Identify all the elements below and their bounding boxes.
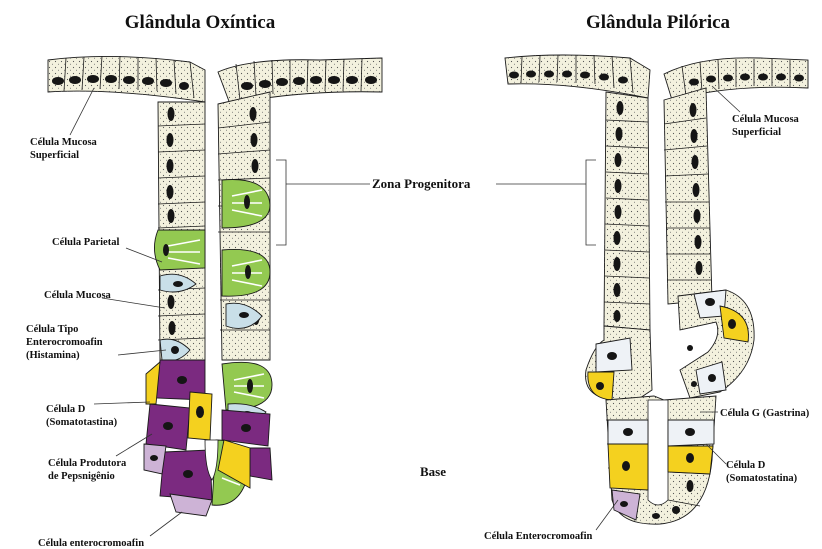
pyloric-gland-title: Glândula Pilórica xyxy=(586,12,731,33)
leader-ecl xyxy=(118,350,166,355)
label-chief-cell-2: de Pepsnigênio xyxy=(48,471,115,482)
pyloric-right-wall xyxy=(664,88,712,304)
label-ecl-cell: Célula Tipo xyxy=(26,324,78,335)
pyloric-central-gland xyxy=(606,396,716,524)
pyloric-surface-epithelium xyxy=(505,55,808,100)
label-ecl-cell-3: (Histamina) xyxy=(26,350,80,361)
label-g-cell: Célula G (Gastrina) xyxy=(720,408,810,419)
label-pyloric-d-cell: Célula D xyxy=(726,460,766,471)
label-d-cell-2: (Somatotastina) xyxy=(46,417,118,428)
pyloric-right-branch xyxy=(678,290,754,398)
label-mucous-cell: Célula Mucosa xyxy=(44,290,112,301)
label-chief-cell: Célula Produtora xyxy=(48,458,127,469)
label-progenitor-zone: Zona Progenitora xyxy=(372,176,471,191)
leader-pyloric-enterochromaffin xyxy=(596,500,618,530)
label-surface-mucous-cell: Célula Mucosa xyxy=(30,137,98,148)
label-surface-mucous-cell-2: Superficial xyxy=(30,150,79,161)
label-parietal-cell: Célula Parietal xyxy=(52,237,119,248)
pyloric-gland xyxy=(505,55,808,524)
label-pyloric-surface-mucous-cell: Célula Mucosa xyxy=(732,114,800,125)
oxyntic-gland-title: Glândula Oxíntica xyxy=(125,12,276,33)
pyloric-left-branch xyxy=(586,326,652,400)
oxyntic-surface-epithelium xyxy=(48,56,382,104)
progenitor-bracket-right xyxy=(586,160,596,245)
progenitor-zone-indicator: Zona Progenitora xyxy=(276,160,596,245)
oxyntic-gland xyxy=(48,56,382,516)
progenitor-bracket-left xyxy=(276,160,286,245)
label-d-cell: Célula D xyxy=(46,404,86,415)
label-base: Base xyxy=(420,464,446,479)
label-pyloric-d-cell-2: (Somatostatina) xyxy=(726,473,798,484)
leader-surface-mucous xyxy=(70,88,94,135)
leader-enterochromaffin xyxy=(150,512,182,536)
label-ecl-cell-2: Enterocromoafin xyxy=(26,337,103,348)
label-pyloric-surface-mucous-cell-2: Superficial xyxy=(732,127,781,138)
leader-mucous xyxy=(102,298,165,308)
label-pyloric-enterochromaffin-cell: Célula Enterocromoafin xyxy=(484,531,593,542)
pyloric-left-wall xyxy=(604,92,650,330)
label-enterochromaffin-cell: Célula enterocromoafin xyxy=(38,538,144,549)
leader-d-cell xyxy=(94,402,150,404)
